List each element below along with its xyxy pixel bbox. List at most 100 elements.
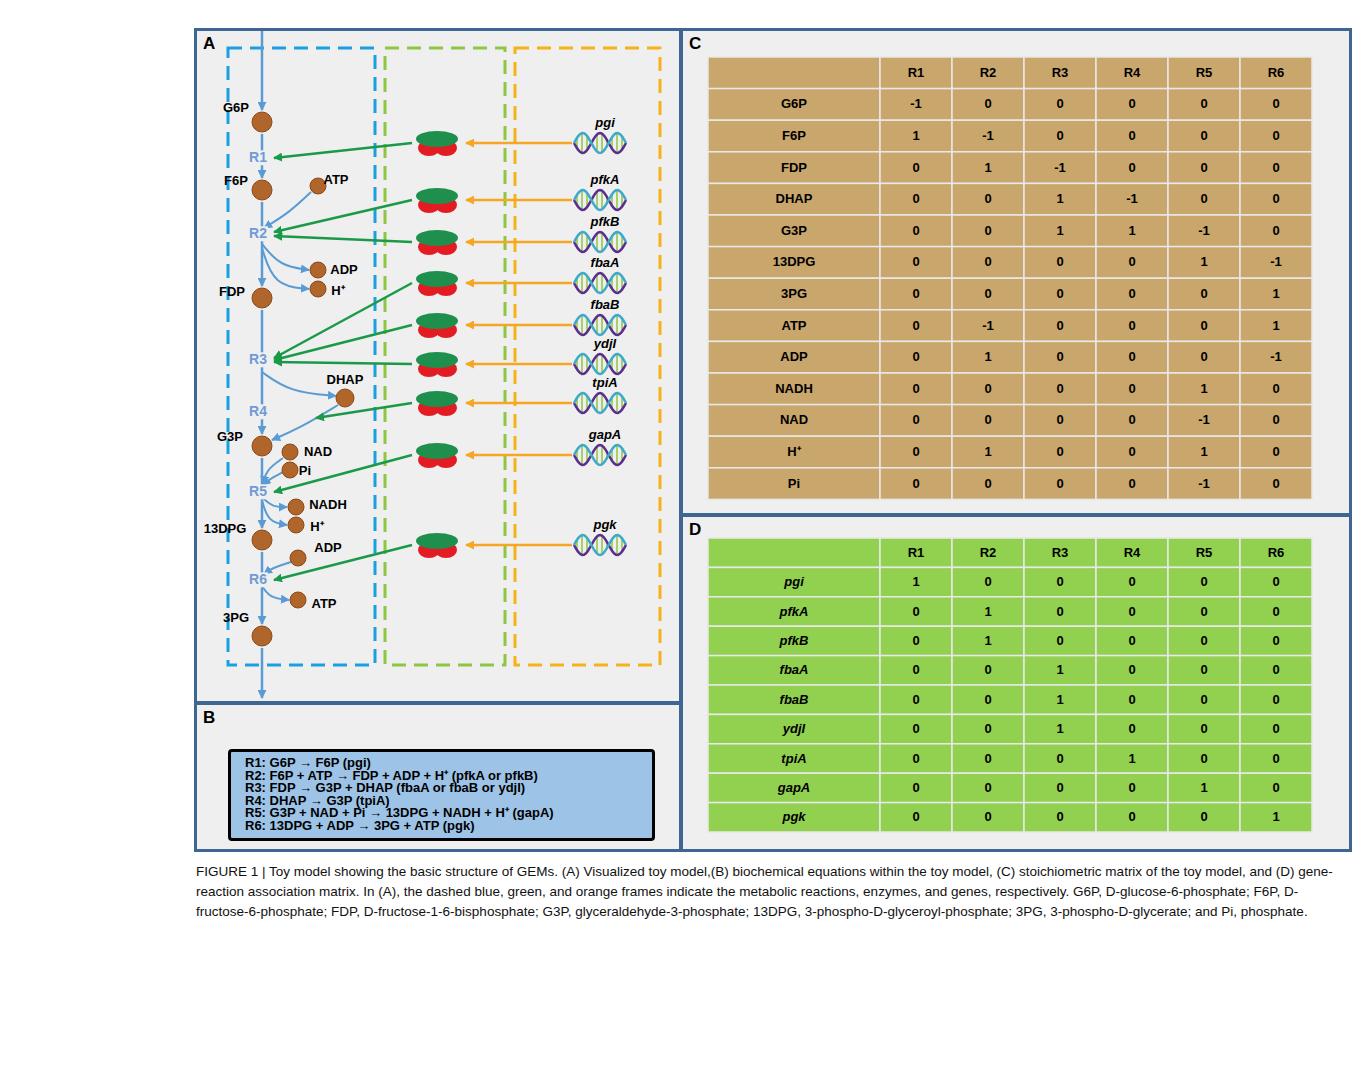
matrix-cell: 1 bbox=[1272, 287, 1279, 301]
table-cell bbox=[1240, 468, 1312, 500]
table-cell bbox=[880, 468, 952, 500]
matrix-cell: FDP bbox=[781, 160, 807, 174]
table-cell bbox=[1096, 183, 1168, 215]
table-cell bbox=[1168, 714, 1240, 743]
enzyme-subunit bbox=[416, 188, 458, 204]
metabolite-ball bbox=[288, 517, 304, 533]
cofactor-arrow bbox=[262, 586, 289, 600]
matrix-cell: 1 bbox=[1272, 318, 1279, 332]
matrix-cell: 0 bbox=[912, 781, 919, 795]
table-cell bbox=[1096, 247, 1168, 279]
metabolite-label: 3PG bbox=[223, 611, 249, 625]
dna-rung bbox=[601, 274, 603, 293]
dna-rung bbox=[601, 355, 603, 374]
gene-name: pfkA bbox=[591, 173, 620, 187]
matrix-cell: 0 bbox=[1272, 604, 1279, 618]
table-cell bbox=[952, 714, 1024, 743]
matrix-cell: 0 bbox=[984, 192, 991, 206]
catalysis-arrow bbox=[274, 362, 412, 364]
matrix-cell: 0 bbox=[1200, 663, 1207, 677]
matrix-cell: 0 bbox=[912, 192, 919, 206]
table-cell bbox=[1096, 152, 1168, 184]
dna-rung bbox=[616, 393, 618, 413]
dna-strand bbox=[574, 354, 626, 374]
table-cell bbox=[880, 405, 952, 437]
table-cell bbox=[1024, 803, 1096, 832]
matrix-cell: 0 bbox=[1056, 751, 1063, 765]
matrix-cell: 0 bbox=[1128, 722, 1135, 736]
table-cell bbox=[952, 247, 1024, 279]
dna-strand bbox=[574, 535, 626, 555]
matrix-cell: R1 bbox=[908, 546, 925, 560]
table-cell bbox=[880, 744, 952, 773]
drawing-part bbox=[708, 538, 1312, 832]
pathway-arrow bbox=[261, 31, 264, 110]
matrix-cell: 0 bbox=[912, 722, 919, 736]
enzyme-subunit bbox=[416, 271, 458, 287]
metabolite-label: H⁺ bbox=[310, 520, 323, 534]
cofactor-arrow bbox=[272, 405, 338, 440]
table-cell bbox=[1240, 183, 1312, 215]
matrix-cell: 0 bbox=[1272, 781, 1279, 795]
gene-name: pgk bbox=[593, 518, 616, 532]
matrix-cell: 1 bbox=[1272, 810, 1279, 824]
table-cell bbox=[1024, 183, 1096, 215]
matrix-cell: 0 bbox=[1128, 160, 1135, 174]
catalysis-arrow bbox=[274, 325, 412, 360]
matrix-cell: 0 bbox=[1056, 604, 1063, 618]
table-cell bbox=[1024, 89, 1096, 121]
cofactor-arrow bbox=[262, 372, 336, 396]
matrix-cell: 0 bbox=[984, 413, 991, 427]
table-cell bbox=[1024, 436, 1096, 468]
matrix-cell: 1 bbox=[984, 160, 991, 174]
equation-line: R3: FDP → G3P + DHAP (fbaA or fbaB or yd… bbox=[245, 782, 638, 795]
dna-rung bbox=[581, 315, 583, 335]
table-cell bbox=[708, 714, 880, 743]
table-cell bbox=[1024, 341, 1096, 373]
metabolite-ball bbox=[336, 389, 354, 407]
table-cell bbox=[1240, 436, 1312, 468]
table-cell bbox=[708, 215, 880, 247]
matrix-cell: 1 bbox=[1056, 693, 1063, 707]
matrix-cell: 0 bbox=[984, 781, 991, 795]
table-cell bbox=[880, 656, 952, 685]
matrix-cell: 0 bbox=[1200, 129, 1207, 143]
enzyme-subunit bbox=[416, 533, 458, 549]
table-cell bbox=[952, 183, 1024, 215]
table-cell bbox=[1024, 215, 1096, 247]
table-cell bbox=[880, 538, 952, 567]
matrix-cell: 0 bbox=[1056, 382, 1063, 396]
panel-letter: A bbox=[203, 34, 215, 54]
matrix-cell: 0 bbox=[1272, 192, 1279, 206]
dna-strand bbox=[574, 273, 626, 293]
table-cell bbox=[952, 57, 1024, 89]
table-cell bbox=[952, 310, 1024, 342]
matrix-cell: 0 bbox=[1272, 663, 1279, 677]
matrix-cell: 1 bbox=[984, 350, 991, 364]
table-cell bbox=[1024, 773, 1096, 802]
enzyme-subunit bbox=[416, 352, 458, 368]
panel-drawing bbox=[683, 517, 1349, 849]
table-cell bbox=[1024, 310, 1096, 342]
matrix-cell: 0 bbox=[1200, 350, 1207, 364]
dna-strand bbox=[574, 393, 626, 413]
matrix-cell: 0 bbox=[1272, 160, 1279, 174]
table-cell bbox=[1096, 373, 1168, 405]
table-cell bbox=[1024, 685, 1096, 714]
matrix-cell: 0 bbox=[984, 575, 991, 589]
metabolite-ball bbox=[252, 436, 272, 456]
metabolite-label: G3P bbox=[217, 430, 243, 444]
matrix-cell: 1 bbox=[912, 129, 919, 143]
table-cell bbox=[1096, 120, 1168, 152]
table-cell bbox=[880, 183, 952, 215]
table-cell bbox=[708, 567, 880, 596]
table-cell bbox=[1168, 310, 1240, 342]
matrix-cell: 0 bbox=[912, 382, 919, 396]
matrix-cell: 0 bbox=[1128, 781, 1135, 795]
reaction-label: R6 bbox=[248, 572, 268, 587]
table-cell bbox=[952, 656, 1024, 685]
dna-strand bbox=[574, 354, 626, 374]
matrix-cell: 0 bbox=[1200, 160, 1207, 174]
dna-rung bbox=[616, 273, 618, 293]
metabolite-ball bbox=[290, 592, 306, 608]
